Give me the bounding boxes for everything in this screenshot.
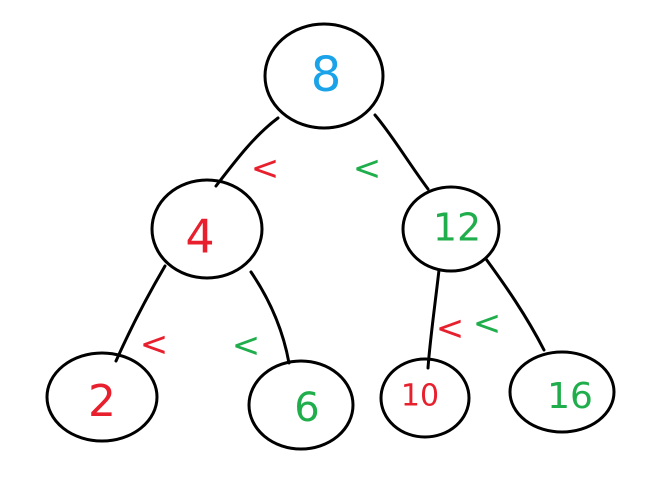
- comparison-mark-left-right: <: [232, 326, 261, 366]
- node-label-left-right: 6: [294, 385, 319, 431]
- comparison-mark-root-left: <: [251, 149, 280, 189]
- edge-root-left: [214, 116, 280, 188]
- node-circle-left-left: [45, 351, 159, 443]
- edge-left-right: [249, 270, 291, 365]
- node-label-right: 12: [433, 206, 481, 250]
- comparison-mark-right-left: <: [436, 309, 465, 349]
- edge-right-right: [484, 257, 546, 352]
- node-label-left-left: 2: [88, 376, 116, 427]
- edge-left-left: [114, 264, 167, 363]
- node-circle-right: [401, 185, 501, 273]
- comparison-mark-root-right: <: [353, 149, 382, 189]
- comparison-mark-right-right: <: [473, 304, 502, 344]
- node-label-left: 4: [185, 210, 214, 264]
- edge-root-right: [373, 113, 430, 191]
- node-circle-left: [150, 178, 264, 280]
- comparison-mark-left-left: <: [140, 325, 169, 365]
- node-circle-left-right: [247, 359, 355, 451]
- node-label-right-left: 10: [401, 379, 439, 414]
- node-label-right-right: 16: [547, 376, 593, 417]
- node-circle-right-right: [508, 350, 616, 434]
- node-circle-right-left: [379, 357, 471, 439]
- node-circle-root: [263, 22, 385, 130]
- node-label-root: 8: [311, 47, 342, 103]
